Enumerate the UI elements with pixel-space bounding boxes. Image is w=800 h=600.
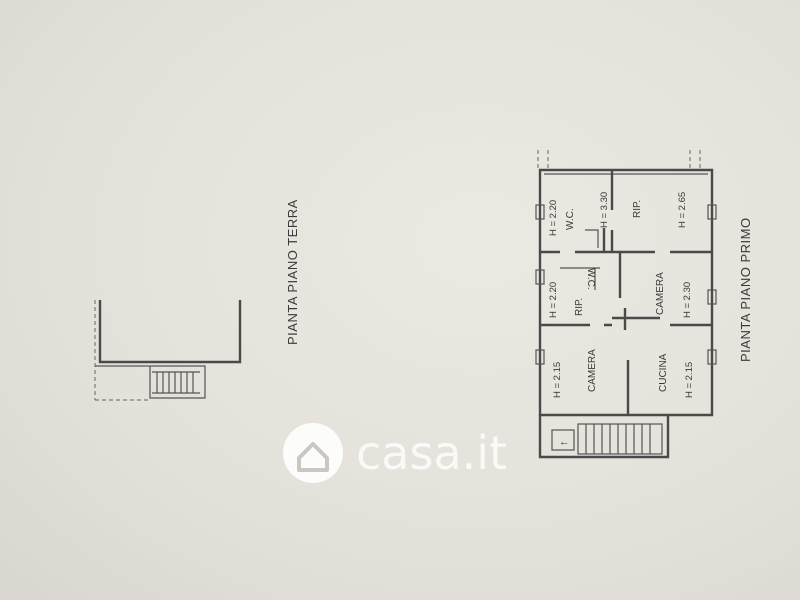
room-rip-top: RIP.	[632, 200, 643, 218]
first-floor-plan: ↑ W.C. H = 2.20 H = 3.30 RIP. H = 2.65 W…	[535, 150, 753, 459]
ground-floor-stair-enclosure	[95, 365, 206, 399]
first-floor-top-dividers	[540, 170, 712, 254]
watermark: casa.it	[283, 423, 507, 483]
height-mid-top: H = 3.30	[599, 192, 610, 228]
ground-floor-stairs	[152, 371, 200, 394]
height-rip-top: H = 2.65	[677, 192, 688, 228]
wc-mid-fixture	[560, 267, 600, 290]
first-floor-title: PIANTA PIANO PRIMO	[738, 217, 753, 362]
first-floor-windows	[535, 204, 717, 365]
room-wc-mid: W.C.	[585, 268, 596, 290]
ground-floor-plan: PIANTA PIANO TERRA	[94, 199, 300, 401]
height-wc-top: H = 2.20	[548, 200, 559, 236]
watermark-text: casa.it	[356, 426, 507, 480]
first-floor-mid-dividers	[540, 252, 712, 330]
room-wc-top: W.C.	[565, 208, 576, 230]
room-camera-mid: CAMERA	[655, 272, 666, 315]
height-camera-bottom: H = 2.15	[552, 362, 563, 398]
height-camera-mid: H = 2.30	[682, 282, 693, 318]
ground-floor-dashed-outline	[94, 300, 241, 400]
first-floor-stair-enclosure	[538, 415, 670, 459]
first-floor-top-dashes	[537, 150, 701, 168]
wc-top-fixture	[585, 229, 599, 248]
height-rip-mid: H = 2.20	[548, 282, 559, 318]
height-cucina: H = 2.15	[684, 362, 695, 398]
first-floor-outer-walls	[538, 168, 714, 417]
stair-arrow: ↑	[558, 441, 570, 447]
watermark-circle	[283, 423, 343, 483]
ground-floor-walls	[98, 300, 242, 364]
first-floor-stairs	[551, 423, 663, 455]
house-icon	[297, 442, 329, 472]
room-rip-mid: RIP.	[574, 298, 585, 316]
room-cucina: CUCINA	[658, 353, 669, 392]
ground-floor-title: PIANTA PIANO TERRA	[285, 199, 300, 345]
room-camera-bottom: CAMERA	[587, 349, 598, 392]
